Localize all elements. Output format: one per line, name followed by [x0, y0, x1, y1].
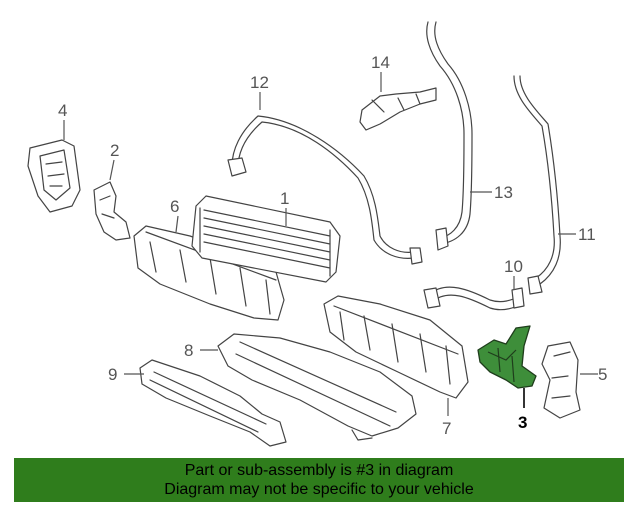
- callout-13: 13: [494, 183, 513, 202]
- part-7-deflector: [323, 295, 469, 399]
- callout-labels: 4 2 6 1 12 14 13 11 10 8 9 7 5 3: [58, 53, 607, 438]
- banner-line-1: Part or sub-assembly is #3 in diagram: [184, 462, 454, 479]
- part-5-bracket: [541, 341, 581, 419]
- callout-3: 3: [518, 413, 527, 432]
- callout-4: 4: [58, 101, 67, 120]
- part-8-lower-duct: [217, 333, 417, 441]
- part-13-hose: [426, 21, 473, 251]
- callout-2: 2: [110, 141, 119, 160]
- callout-14: 14: [371, 53, 390, 72]
- part-12-hose: [227, 115, 423, 265]
- part-10-hose: [423, 286, 525, 311]
- callout-9: 9: [108, 365, 117, 384]
- callout-11: 11: [578, 225, 596, 244]
- part-4-bracket: [27, 139, 81, 213]
- part-1-cooler: [191, 195, 341, 283]
- callout-5: 5: [598, 365, 607, 384]
- part-9-lower-panel: [139, 359, 287, 447]
- callout-1: 1: [280, 189, 289, 208]
- banner-line-2: Diagram may not be specific to your vehi…: [164, 481, 474, 498]
- callout-7: 7: [442, 419, 451, 438]
- leader-lines: [63, 72, 598, 416]
- info-banner: Part or sub-assembly is #3 in diagram Di…: [14, 458, 624, 502]
- part-2-bracket: [93, 181, 131, 241]
- callout-10: 10: [504, 257, 523, 276]
- part-3-highlighted: [477, 325, 537, 389]
- callout-8: 8: [184, 341, 193, 360]
- part-11-hose: [513, 75, 561, 295]
- callout-6: 6: [170, 197, 179, 216]
- part-14-bracket: [359, 87, 437, 131]
- callout-12: 12: [250, 73, 269, 92]
